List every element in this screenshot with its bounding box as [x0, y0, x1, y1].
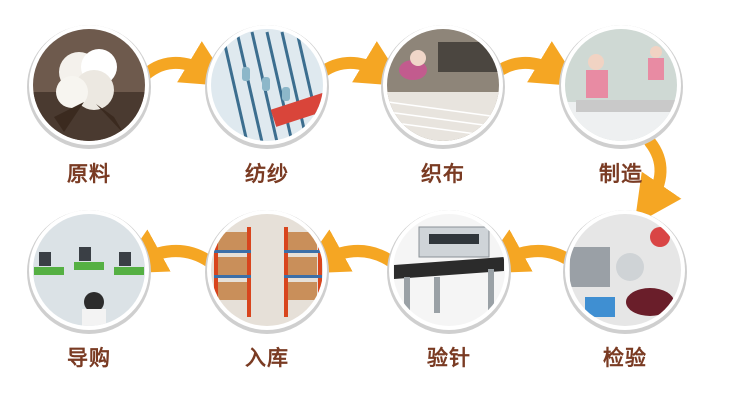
- step-label-inspection: 检验: [570, 342, 680, 372]
- step-manufacturing: [556, 22, 686, 152]
- step-label-weaving: 织布: [388, 158, 498, 188]
- loom-weaving-icon: [378, 22, 508, 152]
- step-spinning: [202, 22, 332, 152]
- step-warehousing: [202, 207, 332, 337]
- step-needle-detection: [384, 207, 514, 337]
- step-label-warehousing: 入库: [212, 342, 322, 372]
- sewing-workshop-icon: [556, 22, 686, 152]
- step-raw-material: [24, 22, 154, 152]
- spinning-machine-icon: [202, 22, 332, 152]
- call-center-office-icon: [24, 207, 154, 337]
- step-label-raw-material: 原料: [34, 158, 144, 188]
- warehouse-racks-icon: [202, 207, 332, 337]
- step-label-shopping-guide: 导购: [34, 342, 144, 372]
- needle-detector-machine-icon: [384, 207, 514, 337]
- quality-inspection-icon: [560, 207, 690, 337]
- cotton-boll-icon: [24, 22, 154, 152]
- step-weaving: [378, 22, 508, 152]
- step-label-needle-detection: 验针: [394, 342, 504, 372]
- step-shopping-guide: [24, 207, 154, 337]
- step-label-spinning: 纺纱: [212, 158, 322, 188]
- step-inspection: [560, 207, 690, 337]
- step-label-manufacturing: 制造: [566, 158, 676, 188]
